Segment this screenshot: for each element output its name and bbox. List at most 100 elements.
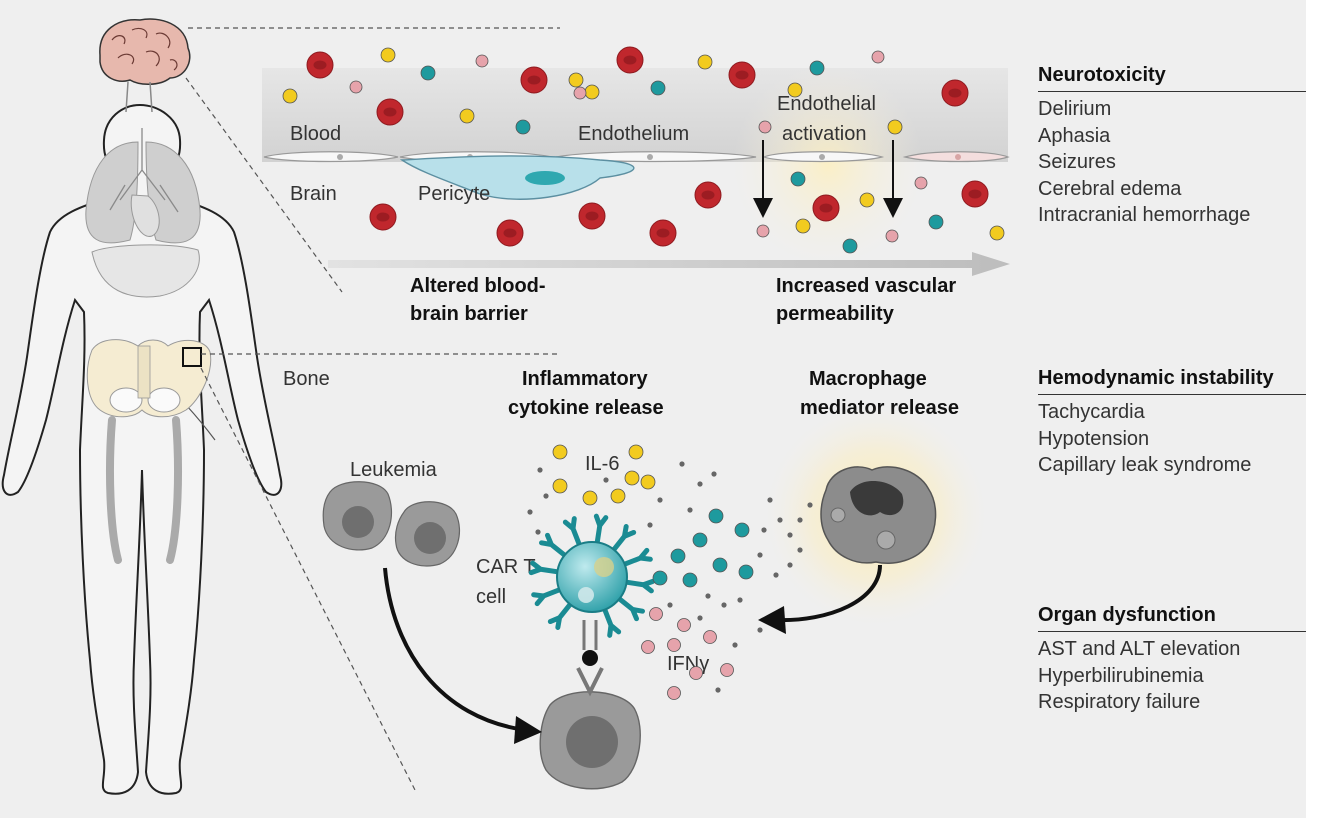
panel-item: Aphasia [1038,124,1111,147]
label-car-t-2: cell [476,586,506,608]
ifn-particle [649,607,663,621]
small-mediator-dot [721,602,727,608]
cytokine-pink [758,120,772,134]
cytokine-teal [692,532,708,548]
panel-hemodynamic-instability: Hemodynamic instability Tachycardia Hypo… [1038,367,1306,479]
brain-icon [99,18,191,85]
label-increased-vascular-2: permeability [776,303,895,325]
panel-title-hemodynamic: Hemodynamic instability [1038,367,1306,395]
car-t-receptor-spike [601,606,622,638]
red-blood-cell-center [585,211,599,221]
red-blood-cell-center [819,203,833,213]
il6-particle [552,444,568,460]
small-mediator-dot [767,497,773,503]
red-blood-cell-center [656,228,670,238]
label-altered-bbb-1: Altered blood- [410,275,546,297]
il6-particle [610,488,626,504]
cytokine-pink [349,80,363,94]
label-increased-vascular-1: Increased vascular [776,275,956,297]
blood-vessel [262,65,1008,265]
small-mediator-dot [687,507,693,513]
cytokine-yellow [795,218,811,234]
panel-title-organ-dysfunction: Organ dysfunction [1038,604,1306,632]
car-t-receptor-spike [531,586,563,607]
cytokine-pink [573,86,587,100]
cytokine-pink [475,54,489,68]
car-t-receptor-spike [621,547,653,568]
small-mediator-dot [697,481,703,487]
cytokine-yellow [787,82,803,98]
label-altered-bbb-2: brain barrier [410,303,528,325]
cytokine-teal [738,564,754,580]
small-mediator-dot [543,493,549,499]
brainstem [125,81,153,113]
car-t-cell [528,513,656,638]
cytokine-teal [420,65,436,81]
panel-item: Intracranial hemorrhage [1038,204,1251,226]
label-bone: Bone [283,368,330,390]
small-mediator-dot [761,527,767,533]
panel-item: Seizures [1038,151,1116,173]
cytokine-yellow [459,108,475,124]
label-inflammatory-1: Inflammatory [522,368,648,390]
il6-particle [582,490,598,506]
label-endothelium: Endothelium [578,123,689,145]
macrophage-cell [766,405,986,625]
il6-particle [624,470,640,486]
red-blood-cell-center [623,55,637,65]
red-blood-cell-center [383,107,397,117]
pericyte-cell [399,155,635,200]
label-il6: IL-6 [585,453,619,475]
label-ifn: IFNγ [667,653,709,675]
small-mediator-dot [711,471,717,477]
red-blood-cell-center [735,70,749,80]
panel-item: AST and ALT elevation [1038,638,1241,660]
car-t-receptor-spike [616,595,645,622]
label-blood: Blood [290,123,341,145]
target-cell [539,691,641,790]
panel-item: Hypotension [1038,427,1150,450]
small-mediator-dot [535,529,541,535]
ifn-particle [720,663,734,677]
small-mediator-dot [647,522,653,528]
small-mediator-dot [667,602,673,608]
small-mediator-dot [679,461,685,467]
label-endothelial-activation-2: activation [782,123,867,145]
label-inflammatory-2: cytokine release [508,397,664,419]
panel-item: Hyperbilirubinemia [1038,664,1204,687]
cytokine-yellow [989,225,1005,241]
cytokine-teal [790,171,806,187]
label-leukemia: Leukemia [350,459,438,481]
small-mediator-dot [787,562,793,568]
car-t-receptor-spike [562,516,583,548]
cytokine-teal [670,548,686,564]
femur-icon [106,416,182,564]
small-mediator-dot [732,642,738,648]
label-macrophage-1: Macrophage [809,368,927,390]
leukemia-to-target-arrow [383,567,542,744]
ifn-particle [689,666,703,680]
panel-organ-dysfunction: Organ dysfunction AST and ALT elevation … [1038,604,1306,716]
cytokine-teal [650,80,666,96]
cytokine-teal [809,60,825,76]
small-mediator-dot [657,497,663,503]
il6-particle [640,474,656,490]
small-mediator-dot [787,532,793,538]
cytokine-teal [842,238,858,254]
cytokine-particles [527,444,813,700]
panel-neurotoxicity: Neurotoxicity Delirium Aphasia Seizures … [1038,64,1306,229]
panel-item: Capillary leak syndrome [1038,454,1252,476]
ifn-particle [703,630,717,644]
red-blood-cell-center [948,88,962,98]
bbb-particles [282,46,1005,254]
panel-item: Delirium [1038,98,1112,120]
cytokine-yellow [380,47,396,63]
il6-particle [628,444,644,460]
car-receptor [576,620,604,697]
leukemia-cell-2 [394,501,461,567]
label-endothelial-activation-1: Endothelial [777,93,876,115]
small-mediator-dot [737,597,743,603]
cytokine-pink [871,50,885,64]
right-margin [1306,0,1328,818]
panel-item: Tachycardia [1038,401,1145,423]
